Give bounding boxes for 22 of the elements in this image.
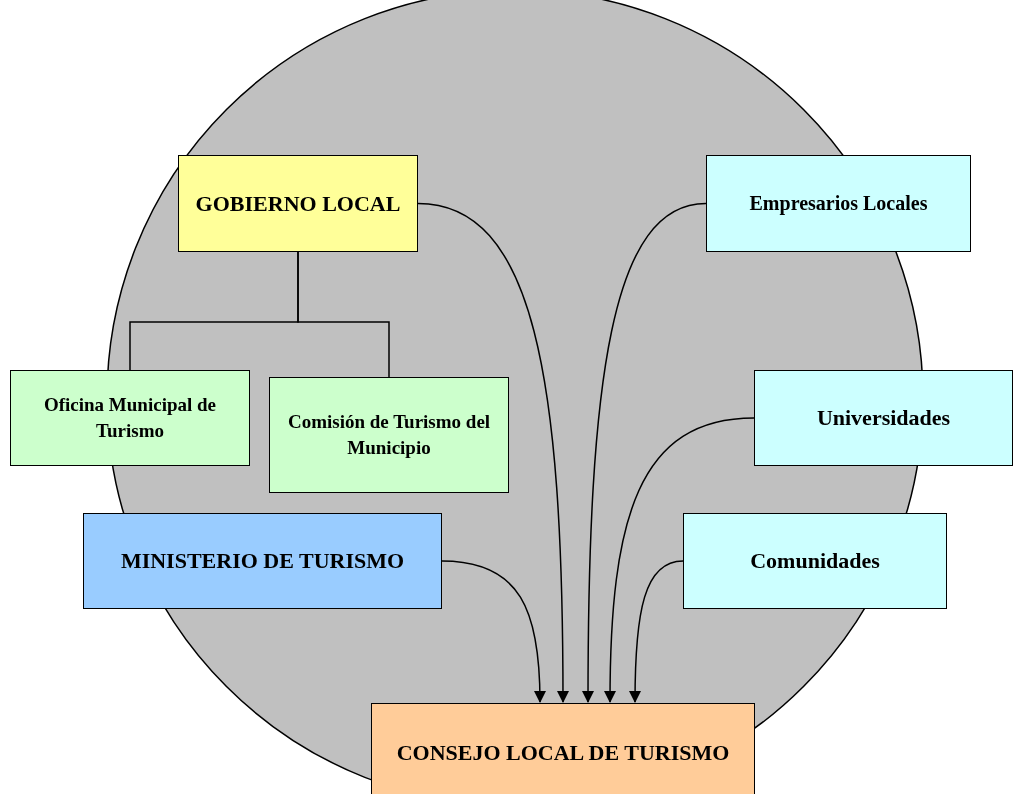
box-label: Oficina Municipal de Turismo bbox=[42, 393, 218, 443]
org-box bbox=[371, 703, 755, 794]
org-box bbox=[269, 377, 509, 493]
org-box bbox=[706, 155, 971, 252]
box-label: Comunidades bbox=[749, 547, 881, 576]
arrow bbox=[604, 417, 755, 703]
box-label: CONSEJO LOCAL DE TURISMO bbox=[395, 739, 731, 768]
org-box bbox=[178, 155, 418, 252]
box-label: GOBIERNO LOCAL bbox=[194, 189, 402, 218]
arrow bbox=[582, 202, 707, 703]
arrow bbox=[441, 560, 546, 703]
box-label: Comisión de Turismo del Municipio bbox=[286, 410, 492, 460]
arrow bbox=[629, 560, 684, 703]
org-box bbox=[83, 513, 442, 609]
org-box bbox=[10, 370, 250, 466]
org-box bbox=[683, 513, 947, 609]
box-label: MINISTERIO DE TURISMO bbox=[119, 547, 406, 576]
org-box bbox=[754, 370, 1013, 466]
box-label: Universidades bbox=[815, 404, 952, 433]
arrow bbox=[417, 202, 569, 703]
box-label: Empresarios Locales bbox=[748, 191, 929, 217]
connector-line bbox=[297, 251, 390, 378]
